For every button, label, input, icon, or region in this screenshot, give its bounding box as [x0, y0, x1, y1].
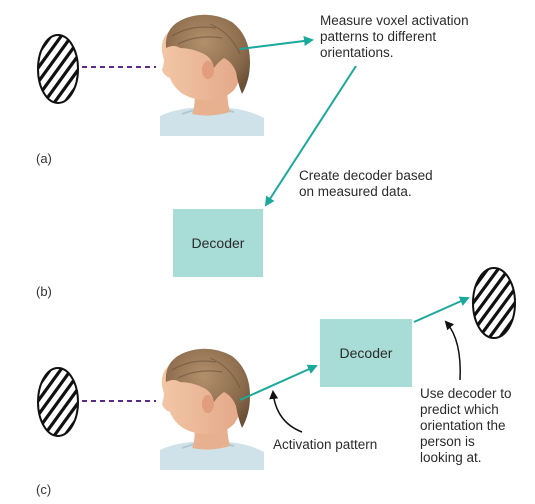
- arrow-to-decoder-c: [239, 364, 318, 401]
- annotation-line: orientations.: [320, 45, 394, 60]
- decoder-box-c: Decoder: [320, 319, 412, 387]
- annotation-line: predict which: [420, 402, 499, 417]
- grating-stripes-icon: [473, 268, 515, 338]
- create-decoder-annotation: Create decoder based on measured data.: [299, 168, 433, 200]
- annotation-line: on measured data.: [299, 184, 412, 199]
- annotation-line: person is: [420, 434, 475, 449]
- grating-stimulus-c-right: [472, 267, 516, 339]
- annotation-line: orientation the: [420, 418, 506, 433]
- arrow-to-prediction: [413, 296, 470, 323]
- annotation-line: Measure voxel activation: [320, 13, 469, 28]
- head-profile-icon-c: [159, 347, 265, 471]
- annotation-line: looking at.: [420, 450, 482, 465]
- grating-stimulus-a: [37, 34, 79, 104]
- head-profile-icon-a: [159, 13, 265, 137]
- annotation-line: Create decoder based: [299, 168, 433, 183]
- panel-label-c: (c): [36, 482, 52, 497]
- arrow-to-measure: [239, 36, 314, 50]
- grating-stimulus-c-left: [37, 367, 79, 437]
- annotation-line: Use decoder to: [420, 386, 512, 401]
- grating-stripes-icon: [38, 35, 78, 103]
- measure-annotation: Measure voxel activation patterns to dif…: [320, 13, 469, 61]
- panel-label-b: (b): [36, 284, 52, 299]
- curved-pointer-arrow-icon: [444, 320, 461, 381]
- annotation-line: patterns to different: [320, 29, 437, 44]
- curved-pointer-arrow-icon: [269, 390, 303, 433]
- activation-pattern-label: Activation pattern: [273, 437, 378, 452]
- decoder-box-b: Decoder: [173, 209, 263, 277]
- arrow-to-decoder-b: [264, 65, 357, 207]
- predict-annotation: Use decoder to predict which orientation…: [420, 386, 512, 466]
- panel-label-a: (a): [36, 151, 52, 166]
